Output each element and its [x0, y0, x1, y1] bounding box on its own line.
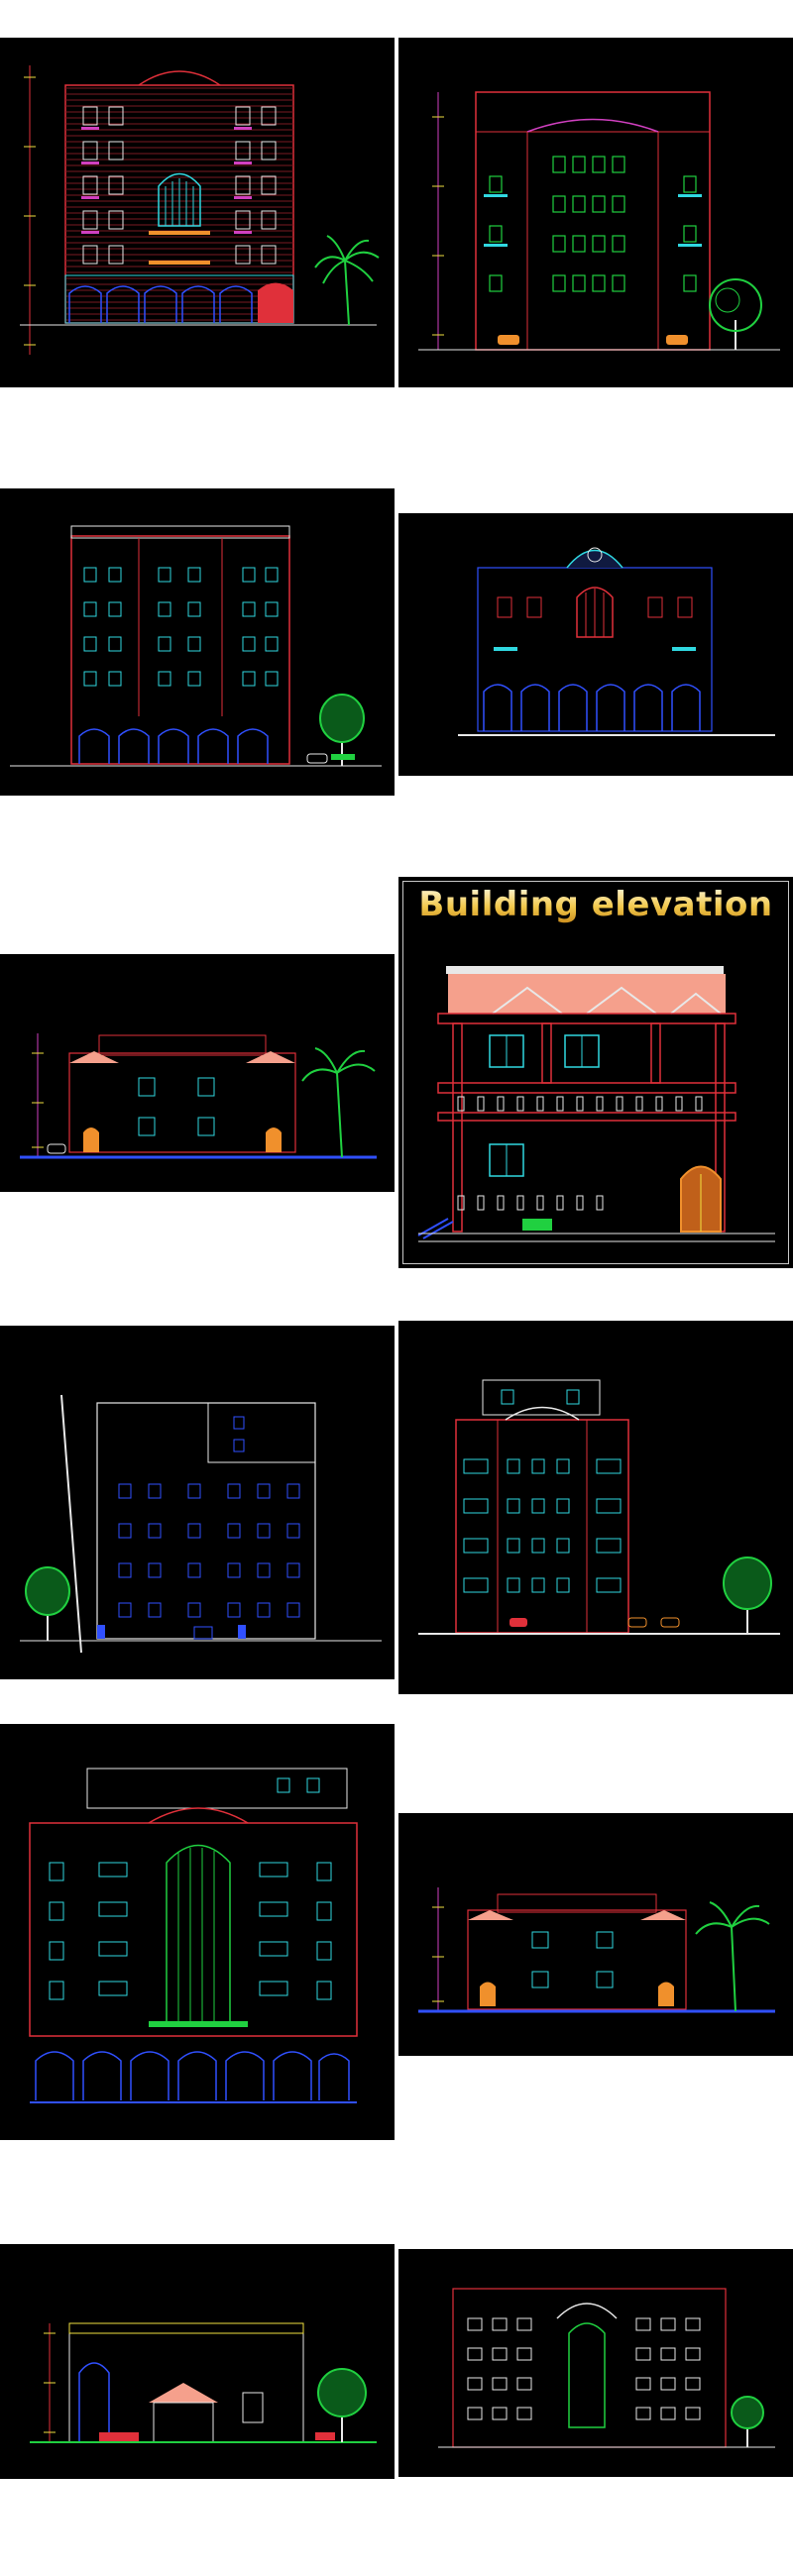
car-icon: [510, 1617, 680, 1628]
featured-elevation-panel[interactable]: Building elevation: [398, 877, 793, 1268]
featured-title: Building elevation: [398, 885, 793, 924]
car-icon: [306, 753, 328, 764]
tree-icon: [25, 1566, 70, 1641]
elevation-drawing-4: [458, 547, 775, 736]
elevation-panel-4[interactable]: [398, 513, 793, 776]
elevation-drawing-5: [20, 1033, 377, 1159]
elevation-panel-8[interactable]: [0, 1724, 395, 2140]
car-icon: [47, 1143, 66, 1154]
elevation-panel-3[interactable]: [0, 488, 395, 796]
elevation-panel-2[interactable]: [398, 38, 793, 387]
elevation-panel-9[interactable]: [398, 1813, 793, 2056]
tree-icon: [315, 2368, 367, 2442]
car-icon: [498, 335, 688, 345]
elevation-panel-5[interactable]: [0, 954, 395, 1192]
elevation-panel-6[interactable]: [0, 1326, 395, 1679]
tree-icon: [731, 2396, 764, 2447]
tree-icon: [723, 1556, 772, 1634]
elevation-drawing-1: [20, 65, 380, 355]
elevation-drawing-11: [438, 2288, 775, 2448]
tree-icon: [709, 278, 762, 350]
elevation-panel-10[interactable]: [0, 2244, 395, 2479]
elevation-drawing-2: [418, 91, 780, 351]
elevation-drawing-3: [10, 525, 382, 767]
elevation-panel-1[interactable]: [0, 38, 395, 387]
tree-icon: [319, 694, 365, 766]
palm-tree-icon: [301, 1047, 376, 1158]
elevation-drawing-7: [418, 1379, 780, 1635]
elevation-panel-7[interactable]: [398, 1321, 793, 1694]
elevation-drawing-6: [20, 1394, 382, 1654]
palm-tree-icon: [314, 235, 380, 326]
elevation-drawing-10: [30, 2322, 377, 2443]
elevation-drawing-8: [29, 1768, 358, 2103]
elevation-panel-11[interactable]: [398, 2249, 793, 2477]
palm-tree-icon: [695, 1901, 770, 2012]
drawing-frame: [402, 881, 789, 1264]
elevation-drawing-9: [418, 1887, 775, 2013]
elevation-drawing-featured: [417, 966, 775, 1242]
